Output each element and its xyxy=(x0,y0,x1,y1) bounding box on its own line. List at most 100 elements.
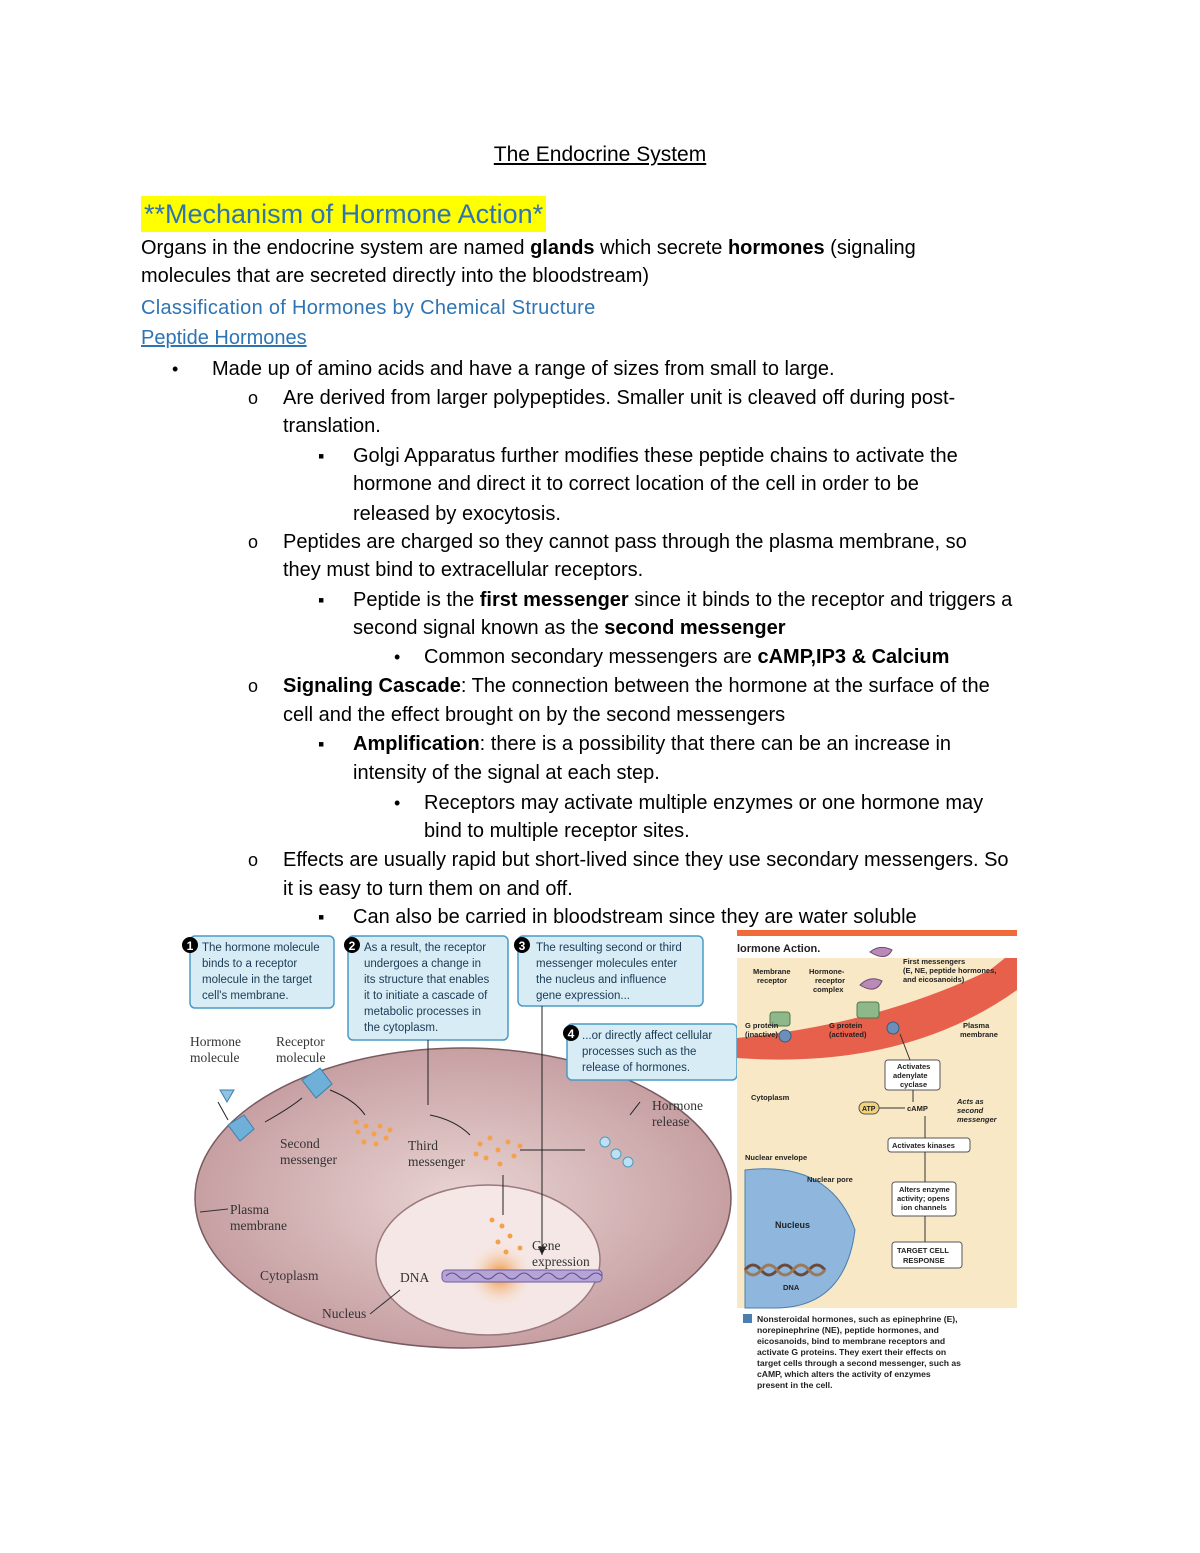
bullet-circle-marker: o xyxy=(248,388,259,408)
bullet-square-marker: ▪ xyxy=(318,446,325,466)
label-activates-kinases: Activates kinases xyxy=(892,1141,955,1150)
step3-badge xyxy=(514,937,530,953)
step1-text: The hormone molecule xyxy=(202,942,320,954)
dna-helix xyxy=(743,1263,827,1277)
bold-amplification: Amplification xyxy=(353,733,480,755)
bullet-item: second signal known as the second messen… xyxy=(353,614,785,643)
figure-header: lormone Action. xyxy=(737,943,820,955)
label-hormone-receptor-complex: complex xyxy=(813,985,844,994)
intro-bold-hormones: hormones xyxy=(727,237,825,259)
heading-peptide-hormones: Peptide Hormones xyxy=(141,327,307,349)
step2-badge xyxy=(344,937,360,953)
bullet-item: intensity of the signal at each step. xyxy=(353,762,660,784)
step4-text: release of hormones. xyxy=(582,1062,690,1074)
intro-text: (signaling xyxy=(824,237,916,259)
label-first-messengers: and eicosanoids) xyxy=(903,975,965,984)
bullet-item: translation. xyxy=(283,415,381,437)
step4-text: processes such as the xyxy=(582,1046,696,1058)
label-second-messenger: Second xyxy=(280,1136,320,1151)
figure-caption: present in the cell. xyxy=(757,1380,832,1390)
bullet-item: released by exocytosis. xyxy=(353,503,561,525)
label-plasma-membrane: membrane xyxy=(960,1030,998,1039)
label-plasma-membrane: Plasma xyxy=(230,1202,269,1217)
third-messenger-dots xyxy=(473,1135,523,1167)
membrane-receptor-icon xyxy=(769,1011,791,1027)
bullet-text: second signal known as the xyxy=(353,617,605,639)
nonsteroidal-hormone-figure: lormone Action. xyxy=(737,930,1017,1390)
hormone-action-diagram: 1 2 3 4 The hormone molecule binds to a … xyxy=(182,935,738,1349)
label-target-cell-response: TARGET CELL xyxy=(897,1246,949,1255)
label-hormone-receptor-complex: Hormone- xyxy=(809,967,845,976)
label-hormone-receptor-complex: receptor xyxy=(815,976,845,985)
bullet-item: Peptides are charged so they cannot pass… xyxy=(283,531,967,553)
bullet-item: Golgi Apparatus further modifies these p… xyxy=(353,445,958,467)
dna-helix xyxy=(743,1263,827,1277)
label-acts-as-second-messenger: messenger xyxy=(957,1115,998,1124)
label-nucleus: Nucleus xyxy=(322,1306,366,1321)
label-g-protein-inactive: G protein xyxy=(745,1021,779,1030)
bullet-item: cell and the effect brought on by the se… xyxy=(283,704,786,726)
step2-text: the cytoplasm. xyxy=(364,1022,438,1034)
dna-helix xyxy=(445,1272,603,1280)
label-membrane-receptor: Membrane xyxy=(753,967,791,976)
label-acts-as-second-messenger: Acts as xyxy=(956,1097,984,1106)
label-third-messenger: Third xyxy=(408,1138,438,1153)
highlighted-heading: **Mechanism of Hormone Action* xyxy=(141,196,547,232)
label-plasma-membrane: membrane xyxy=(230,1218,287,1233)
bold-second-messenger: second messenger xyxy=(604,617,786,639)
step2-text: metabolic processes in xyxy=(364,1006,481,1018)
bold-first-messenger: first messenger xyxy=(479,589,629,611)
bullet-item: Made up of amino acids and have a range … xyxy=(212,358,835,380)
bullet-text: since it binds to the receptor and trigg… xyxy=(628,589,1013,611)
step3-number: 3 xyxy=(519,939,526,953)
intro-paragraph: Organs in the endocrine system are named… xyxy=(141,234,1041,290)
bullet-text: Common secondary messengers are xyxy=(424,646,758,668)
label-receptor-molecule: Receptor xyxy=(276,1034,325,1049)
nuclear-messenger-dots xyxy=(489,1217,523,1255)
arrow xyxy=(429,1114,471,1136)
bullet-item: hormone and direct it to correct locatio… xyxy=(353,473,919,495)
label-nuclear-envelope: Nuclear envelope xyxy=(745,1153,807,1162)
label-hormone-molecule: molecule xyxy=(190,1050,239,1065)
intro-bold-glands: glands xyxy=(530,237,595,259)
step3-callout xyxy=(517,935,704,1007)
label-third-messenger: messenger xyxy=(408,1154,465,1169)
step2-text: its structure that enables xyxy=(364,974,490,986)
bullet-circle-marker: o xyxy=(248,532,259,552)
g-protein-activated-icon xyxy=(886,1021,900,1035)
label-camp: cAMP xyxy=(907,1104,928,1113)
label-activates-adenylate-cyclase: Activates xyxy=(897,1062,930,1071)
bold-messengers-list: cAMP,IP3 & Calcium xyxy=(757,646,950,668)
label-hormone-molecule: Hormone xyxy=(190,1034,241,1049)
flow-arrow xyxy=(899,1033,911,1061)
leader-line xyxy=(369,1289,401,1315)
step2-text: it to initiate a cascade of xyxy=(364,990,488,1002)
label-acts-as-second-messenger: second xyxy=(957,1106,984,1115)
step1-text: molecule in the target xyxy=(202,974,313,986)
label-dna: DNA xyxy=(400,1270,429,1285)
label-alters-enzyme: activity; opens xyxy=(897,1194,950,1203)
step1-text: binds to a receptor xyxy=(202,958,297,970)
label-first-messengers: (E, NE, peptide hormones, xyxy=(903,966,996,975)
first-messenger-icon xyxy=(869,946,893,957)
step2-number: 2 xyxy=(349,939,356,953)
label-gene-expression: Gene xyxy=(532,1238,560,1253)
bullet-disc-marker: • xyxy=(394,793,401,813)
hormone-release-vesicles xyxy=(599,1136,634,1168)
figure-caption: target cells through a second messenger,… xyxy=(757,1358,961,1368)
bullet-item: Signaling Cascade: The connection betwee… xyxy=(283,672,990,701)
bullet-item: it is easy to turn them on and off. xyxy=(283,878,573,900)
figure-caption: eicosanoids, bind to membrane receptors … xyxy=(757,1336,945,1346)
label-nuclear-pore: Nuclear pore xyxy=(807,1175,853,1184)
target-cell-response-box xyxy=(891,1241,963,1269)
label-nucleus: Nucleus xyxy=(775,1220,810,1230)
label-atp: ATP xyxy=(862,1106,876,1113)
page-title: The Endocrine System xyxy=(493,143,707,166)
figure-caption: norepinephrine (NE), peptide hormones, a… xyxy=(757,1325,939,1335)
bullet-disc-marker: • xyxy=(172,359,179,379)
step3-text: the nucleus and influence xyxy=(536,974,666,986)
arrowhead xyxy=(538,1247,546,1255)
intro-text: Organs in the endocrine system are named xyxy=(141,237,531,259)
bullet-square-marker: ▪ xyxy=(318,590,325,610)
label-alters-enzyme: Alters enzyme xyxy=(899,1185,950,1194)
